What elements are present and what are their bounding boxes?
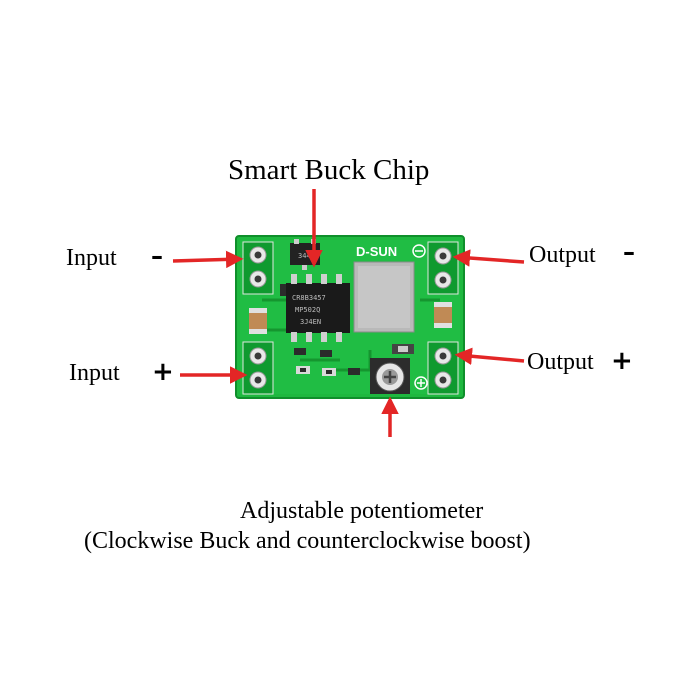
smd-resistors bbox=[280, 284, 414, 376]
chip-marking-2: MP502Q bbox=[295, 306, 320, 314]
annotation-arrows bbox=[172, 189, 525, 437]
output-plus-label: Output bbox=[527, 349, 594, 375]
input-minus-sign: – bbox=[151, 242, 163, 270]
inductor bbox=[353, 261, 415, 333]
buck-chip: CR8B3457 MP502Q 3J4EN bbox=[286, 274, 350, 342]
pot-label-line2: (Clockwise Buck and counterclockwise boo… bbox=[84, 528, 531, 554]
potentiometer bbox=[370, 358, 410, 394]
input-pins bbox=[242, 241, 274, 395]
output-plus-sign: + bbox=[611, 346, 633, 376]
silkscreen-brand: D-SUN bbox=[356, 244, 397, 259]
output-minus-label: Output bbox=[529, 242, 596, 268]
silk-plus-icon bbox=[414, 376, 428, 390]
arrow-output-plus bbox=[454, 347, 525, 365]
input-plus-label: Input bbox=[69, 360, 120, 386]
arrow-output-minus bbox=[452, 249, 525, 267]
capacitors bbox=[249, 302, 452, 334]
output-minus-sign: – bbox=[623, 238, 635, 266]
input-minus-label: Input bbox=[66, 245, 117, 271]
sot-marking: 344 bbox=[298, 252, 311, 260]
chip-marking-1: CR8B3457 bbox=[292, 294, 326, 302]
pot-label-line1: Adjustable potentiometer bbox=[240, 498, 484, 524]
input-plus-sign: + bbox=[152, 357, 174, 387]
chip-label: Smart Buck Chip bbox=[228, 154, 430, 186]
arrow-input-minus bbox=[172, 250, 244, 269]
chip-marking-3: 3J4EN bbox=[300, 318, 321, 326]
silk-minus-icon bbox=[412, 244, 426, 258]
